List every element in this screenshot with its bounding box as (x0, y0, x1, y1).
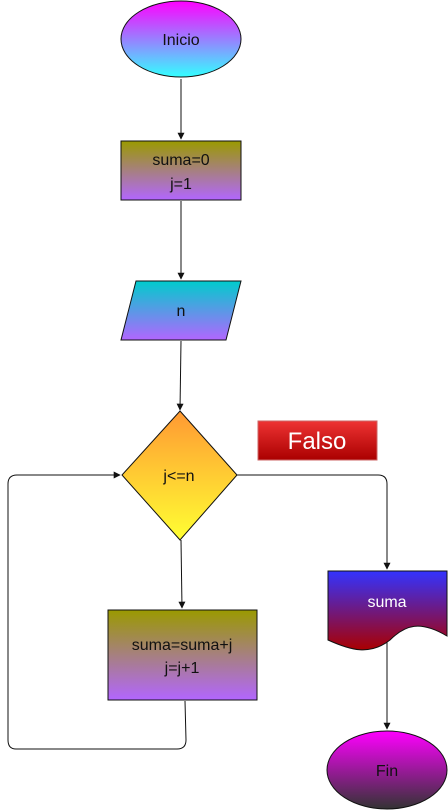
edge-decision-false (237, 474, 391, 570)
init-line-1: suma=0 (152, 152, 209, 169)
output-document-shape (327, 570, 448, 651)
init-process-node: suma=0 j=1 (120, 140, 242, 201)
end-node: Fin (326, 730, 448, 810)
start-label: Inicio (162, 32, 199, 49)
edges (7, 79, 391, 750)
decision-label: j<=n (162, 468, 194, 485)
init-line-2: j=1 (169, 176, 192, 193)
end-label: Fin (376, 763, 398, 780)
input-node: n (120, 280, 242, 341)
edge-loop-back (7, 471, 187, 750)
start-node: Inicio (120, 0, 242, 78)
false-label-rect (257, 420, 378, 461)
output-label: suma (367, 594, 406, 611)
loop-process-box (107, 609, 258, 701)
input-label: n (177, 303, 186, 320)
false-label-box: Falso (257, 420, 378, 461)
loop-line-1: suma=suma+j (132, 637, 233, 654)
decision-diamond (121, 410, 238, 541)
start-ellipse (120, 0, 242, 78)
output-document-node: suma (327, 570, 448, 651)
end-ellipse (326, 730, 448, 810)
decision-node: j<=n (121, 410, 238, 541)
edge-decision-to-loop (178, 539, 186, 609)
init-process-box (120, 140, 242, 201)
false-label-text: Falso (288, 428, 347, 455)
input-parallelogram (120, 280, 242, 341)
loop-line-2: j=j+1 (164, 660, 200, 677)
edge-input-to-decision (176, 340, 184, 411)
loop-process-node: suma=suma+j j=j+1 (107, 609, 258, 701)
